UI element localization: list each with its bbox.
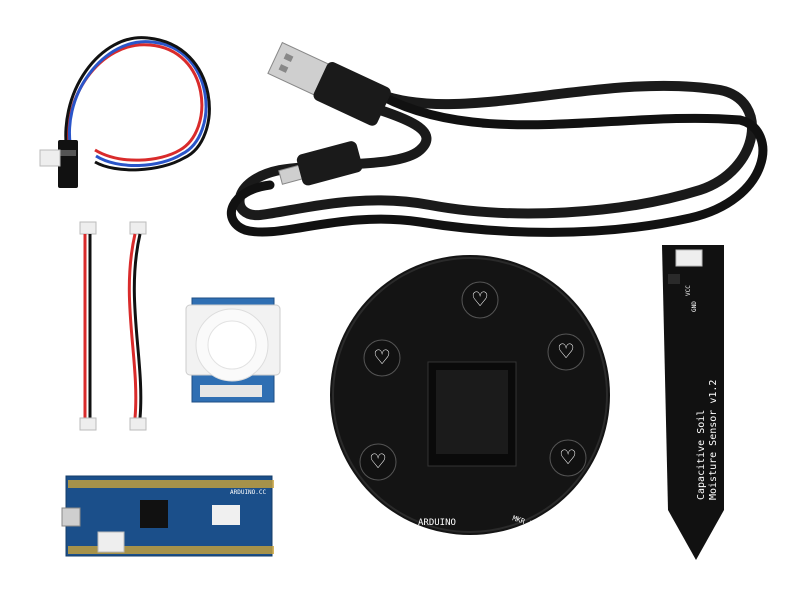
usb-cable (226, 41, 768, 237)
mkr-iot-carrier: ♡ ♡ ♡ ♡ ♡ ARDUINO MKR IOT CARRIER (330, 255, 610, 542)
carrier-brand: ARDUINO (418, 518, 456, 528)
mkr-label: ARDUINO.CC (230, 489, 267, 496)
soil-moisture-sensor: Capacitive Soil Moisture Sensor v1.2 VCC… (662, 245, 724, 560)
pir-motion-sensor (185, 297, 281, 403)
svg-text:♡: ♡ (373, 345, 391, 369)
svg-text:♡: ♡ (557, 339, 575, 363)
jumper-cable-bundle (39, 36, 211, 188)
soil-text-line2: Moisture Sensor v1.2 (708, 380, 719, 500)
arduino-mkr-board: ARDUINO.CC (61, 475, 274, 557)
soil-vcc-label: VCC (685, 285, 692, 296)
svg-text:♡: ♡ (369, 449, 387, 473)
soil-gnd-label: GND (691, 301, 698, 312)
soil-text-line1: Capacitive Soil (696, 410, 707, 500)
carrier-name: MKR IOT CARRIER (511, 514, 574, 541)
grove-cable-right (127, 221, 147, 431)
grove-cable-left (79, 221, 97, 431)
svg-text:♡: ♡ (471, 287, 489, 311)
svg-text:♡: ♡ (559, 445, 577, 469)
